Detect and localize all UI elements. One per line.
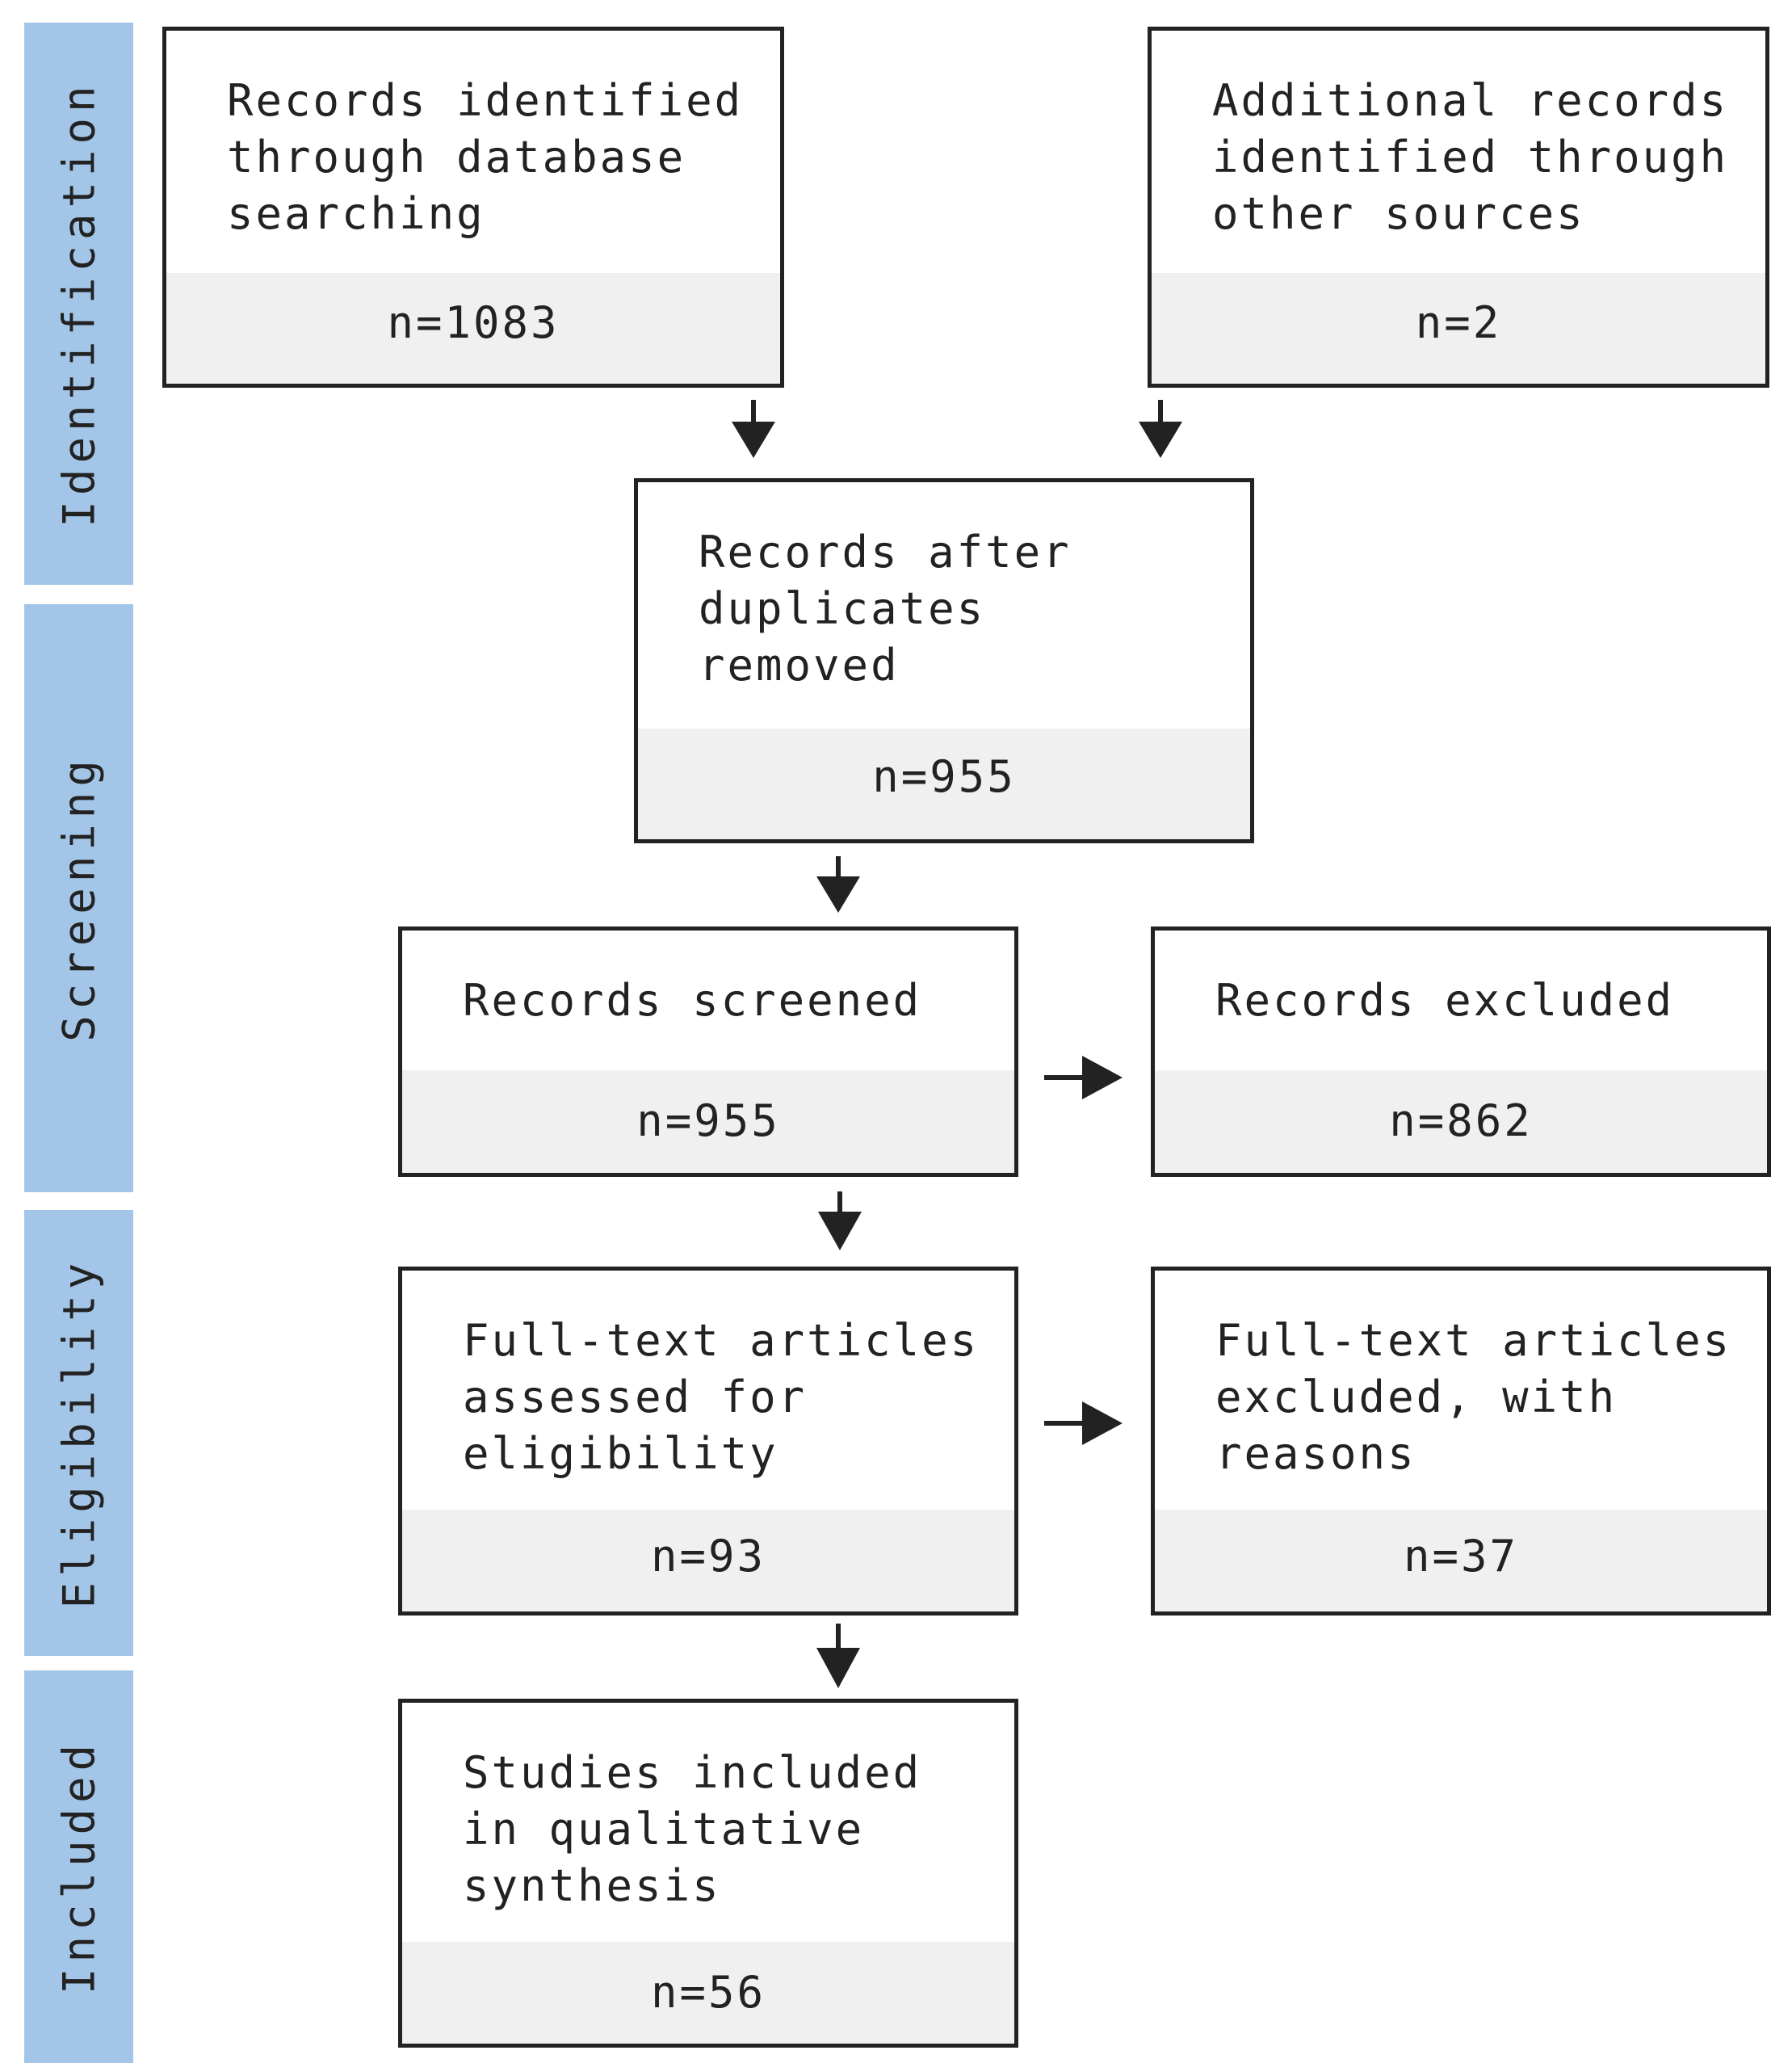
box-count: n=862 <box>1155 1070 1767 1173</box>
box-count: n=37 <box>1155 1510 1767 1611</box>
phase-identification: Identification <box>24 23 133 585</box>
box-fulltext-assessed: Full-text articles assessed for eligibil… <box>398 1267 1018 1616</box>
box-duplicates-removed: Records after duplicates removed n=955 <box>634 478 1254 843</box>
phase-eligibility: Eligibility <box>24 1210 133 1656</box>
box-text: Full-text articles assessed for eligibil… <box>463 1315 980 1479</box>
arrow-right-screened-to-excluded <box>1044 1056 1123 1099</box>
arrow-right-fulltext-to-excluded <box>1044 1401 1123 1445</box>
arrow-down-fulltext-to-included <box>816 1624 860 1688</box>
box-count: n=2 <box>1152 273 1765 384</box>
phase-included: Included <box>24 1670 133 2063</box>
box-count: n=955 <box>638 729 1250 839</box>
phase-screening: Screening <box>24 604 133 1192</box>
box-text: Full-text articles excluded, with reason… <box>1215 1315 1732 1479</box>
box-text: Additional records identified through ot… <box>1212 75 1729 239</box>
arrow-down-other-to-duplicates <box>1139 400 1182 458</box>
box-text: Records identified through database sear… <box>227 75 744 239</box>
box-text: Studies included in qualitative synthesi… <box>463 1747 922 1911</box>
arrow-down-screened-to-fulltext <box>818 1191 862 1250</box>
box-included: Studies included in qualitative synthesi… <box>398 1699 1018 2048</box>
box-count: n=955 <box>402 1070 1014 1173</box>
box-database-search: Records identified through database sear… <box>162 27 784 388</box>
box-count: n=56 <box>402 1942 1014 2044</box>
arrow-down-duplicates-to-screened <box>816 856 860 913</box>
box-other-sources: Additional records identified through ot… <box>1148 27 1769 388</box>
box-text: Records excluded <box>1215 975 1675 1026</box>
arrow-down-database-to-duplicates <box>732 400 775 458</box>
box-screened: Records screened n=955 <box>398 926 1018 1177</box>
box-excluded: Records excluded n=862 <box>1151 926 1771 1177</box>
box-text: Records after duplicates removed <box>699 527 1072 691</box>
box-text: Records screened <box>463 975 922 1026</box>
box-count: n=1083 <box>166 273 780 384</box>
box-count: n=93 <box>402 1510 1014 1611</box>
box-fulltext-excluded: Full-text articles excluded, with reason… <box>1151 1267 1771 1616</box>
